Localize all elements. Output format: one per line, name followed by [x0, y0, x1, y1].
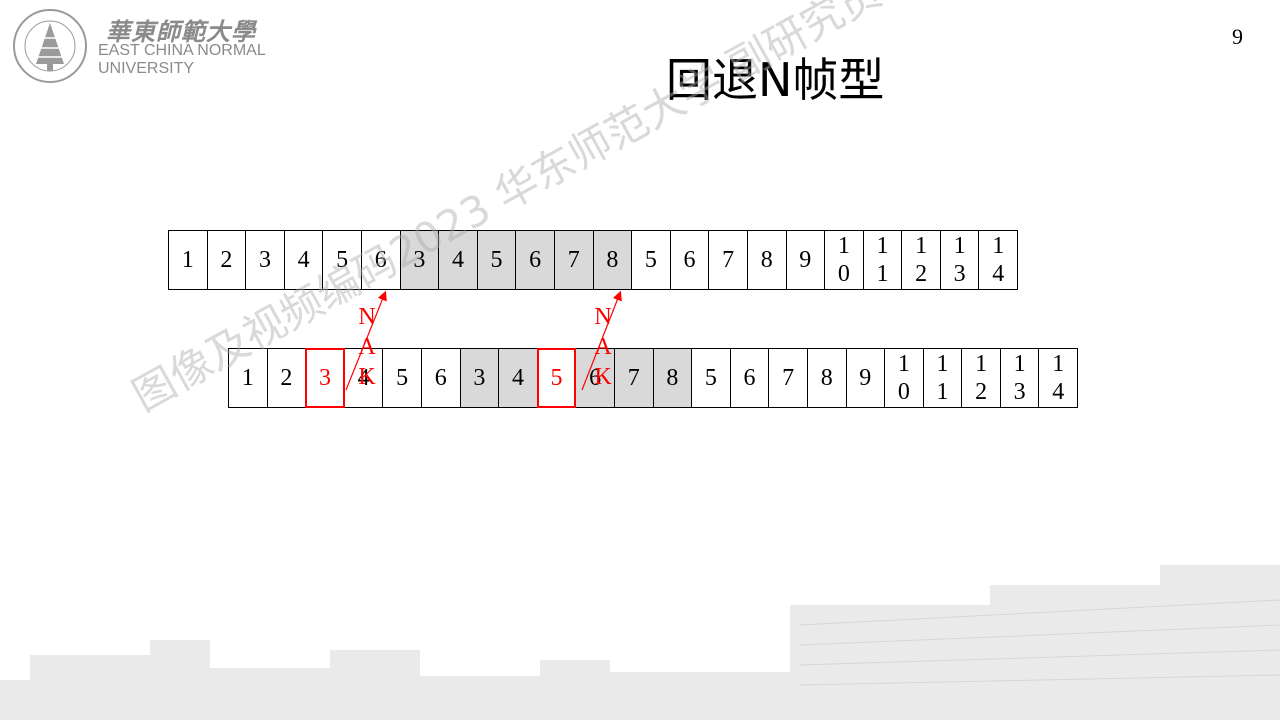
sender-frame-1: 1 [168, 230, 208, 290]
sender-frame-18: 10 [824, 230, 864, 290]
receiver-frame-6: 6 [420, 348, 461, 408]
receiver-frame-16: 8 [806, 348, 847, 408]
sender-frame-8: 4 [438, 230, 478, 290]
receiver-frame-3: 3 [305, 348, 345, 408]
university-name-chinese: 華東師範大學 [106, 17, 256, 46]
sender-frame-2: 2 [206, 230, 247, 290]
slide-title: 回退N帧型 [666, 53, 885, 107]
sender-frame-10: 6 [515, 230, 555, 290]
nak-label-1: NAK [358, 304, 376, 390]
receiver-frame-9: 5 [536, 348, 577, 408]
receiver-frame-15: 7 [768, 348, 808, 408]
receiver-frame-12: 8 [652, 348, 693, 408]
nak-label-2: NAK [594, 304, 612, 390]
university-seal-icon [13, 9, 87, 83]
receiver-frame-21: 13 [999, 348, 1040, 408]
sender-frame-21: 13 [939, 230, 980, 290]
sender-frame-14: 6 [669, 230, 710, 290]
receiver-frame-22: 14 [1038, 348, 1079, 408]
sender-frame-19: 11 [862, 230, 903, 290]
university-name-english: EAST CHINA NORMAL UNIVERSITY [98, 42, 266, 78]
sender-frame-5: 5 [322, 230, 362, 290]
receiver-frame-2: 2 [266, 348, 307, 408]
receiver-frame-5: 5 [382, 348, 422, 408]
sender-frame-12: 8 [592, 230, 633, 290]
university-name-english-line2: UNIVERSITY [98, 60, 195, 77]
sender-frame-16: 8 [746, 230, 787, 290]
sender-frame-11: 7 [553, 230, 594, 290]
receiver-frame-19: 11 [922, 348, 963, 408]
sender-frame-20: 12 [901, 230, 941, 290]
sender-frame-9: 5 [476, 230, 517, 290]
sender-frame-15: 7 [708, 230, 748, 290]
receiver-frame-20: 12 [961, 348, 1001, 408]
sender-frame-13: 5 [631, 230, 671, 290]
university-logo: 華東師範大學 EAST CHINA NORMAL UNIVERSITY [10, 6, 290, 86]
sender-frame-17: 9 [785, 230, 826, 290]
receiver-frame-18: 10 [884, 348, 924, 408]
page-number: 9 [1232, 24, 1243, 49]
receiver-frame-14: 6 [729, 348, 770, 408]
receiver-frame-7: 3 [459, 348, 500, 408]
receiver-frame-13: 5 [691, 348, 731, 408]
receiver-frame-11: 7 [613, 348, 654, 408]
receiver-frame-8: 4 [498, 348, 538, 408]
university-name-english-line1: EAST CHINA NORMAL [98, 42, 266, 59]
receiver-frame-17: 9 [845, 348, 886, 408]
sender-frame-22: 14 [978, 230, 1019, 290]
sender-frame-6: 6 [360, 230, 401, 290]
